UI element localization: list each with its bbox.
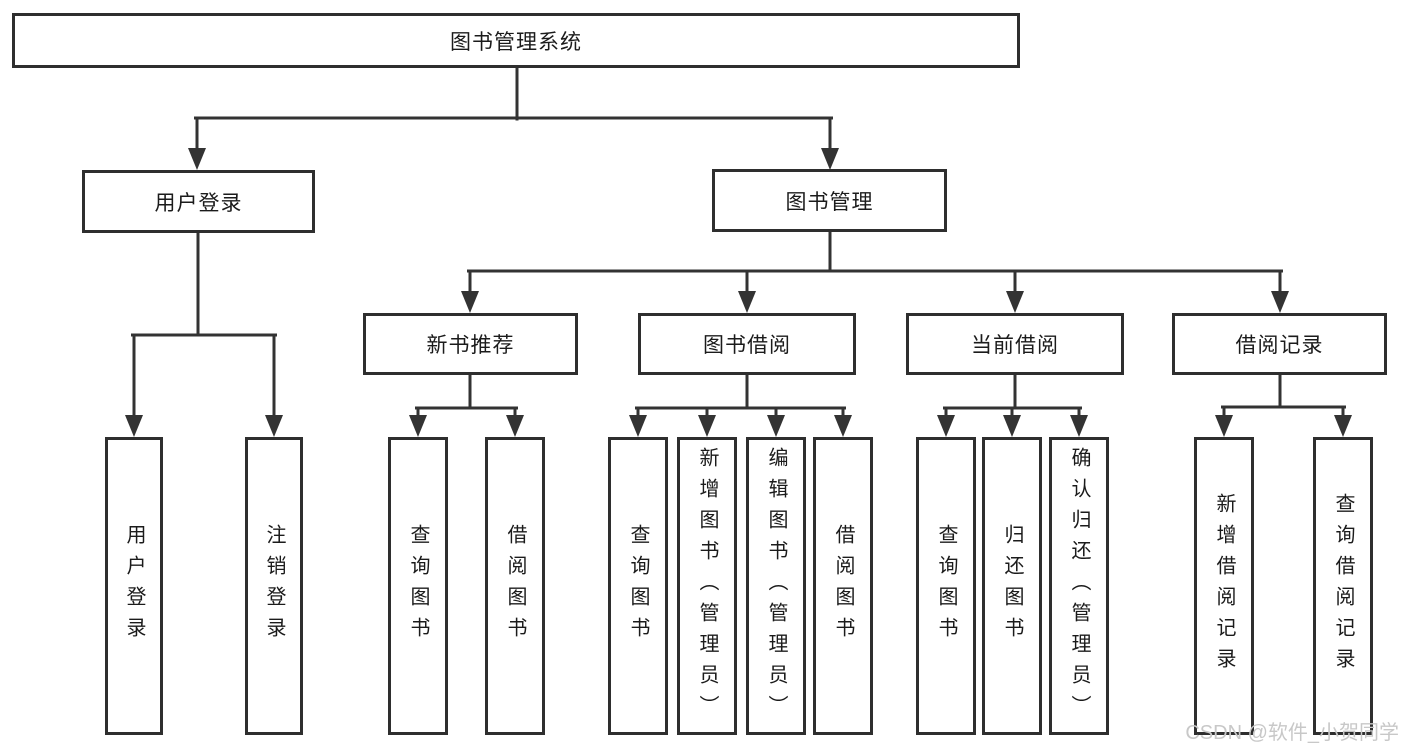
node-user-login-label: 用户登录	[154, 191, 243, 215]
node-book-management-label: 图书管理	[785, 190, 874, 214]
leaf-borrow-edit-books-admin-label: 编辑图书（管理员）	[765, 446, 787, 726]
leaf-newrec-borrow-books: 借阅图书	[485, 437, 545, 735]
leaf-records-add-record-label: 新增借阅记录	[1213, 493, 1235, 679]
leaf-newrec-query-books-label: 查询图书	[407, 524, 429, 648]
leaf-newrec-query-books: 查询图书	[388, 437, 448, 735]
leaf-current-confirm-return-admin: 确认归还（管理员）	[1049, 437, 1109, 735]
node-new-book-recommend: 新书推荐	[363, 313, 578, 375]
node-user-login: 用户登录	[82, 170, 315, 233]
leaf-current-query-books-label: 查询图书	[935, 524, 957, 648]
node-borrowing-records-label: 借阅记录	[1235, 334, 1324, 357]
node-current-borrowing-label: 当前借阅	[971, 334, 1059, 357]
connector-new-book-recommend-children	[409, 373, 524, 437]
node-borrowing-records: 借阅记录	[1172, 313, 1387, 375]
connector-book-management-children	[461, 230, 1289, 313]
node-new-book-recommend-label: 新书推荐	[426, 334, 515, 357]
leaf-borrow-add-books-admin: 新增图书（管理员）	[677, 437, 737, 735]
leaf-borrow-query-books: 查询图书	[608, 437, 668, 735]
leaf-current-return-books: 归还图书	[982, 437, 1042, 735]
csdn-watermark: CSDN @软件_小贺同学	[1185, 722, 1399, 744]
leaf-records-query-record: 查询借阅记录	[1313, 437, 1373, 735]
leaf-current-confirm-return-admin-label: 确认归还（管理员）	[1068, 446, 1090, 726]
leaf-newrec-borrow-books-label: 借阅图书	[504, 524, 526, 648]
node-book-management: 图书管理	[712, 169, 947, 232]
leaf-user-login: 用户登录	[105, 437, 163, 735]
connector-current-borrowing-children	[937, 373, 1088, 437]
leaf-borrow-borrow-books: 借阅图书	[813, 437, 873, 735]
leaf-borrow-add-books-admin-label: 新增图书（管理员）	[696, 446, 718, 726]
connector-book-borrowing-children	[629, 373, 852, 437]
node-system-root: 图书管理系统	[12, 13, 1020, 68]
leaf-borrow-query-books-label: 查询图书	[627, 524, 649, 648]
leaf-records-query-record-label: 查询借阅记录	[1332, 493, 1354, 679]
connector-borrowing-records-children	[1215, 373, 1352, 437]
node-book-borrowing: 图书借阅	[638, 313, 856, 375]
node-current-borrowing: 当前借阅	[906, 313, 1124, 375]
leaf-logout-label: 注销登录	[263, 524, 285, 648]
leaf-user-login-label: 用户登录	[123, 524, 145, 648]
leaf-borrow-borrow-books-label: 借阅图书	[832, 524, 854, 648]
leaf-logout: 注销登录	[245, 437, 303, 735]
connector-root-to-level2	[188, 66, 839, 170]
leaf-borrow-edit-books-admin: 编辑图书（管理员）	[746, 437, 806, 735]
node-system-root-label: 图书管理系统	[450, 30, 582, 54]
leaf-current-query-books: 查询图书	[916, 437, 976, 735]
leaf-current-return-books-label: 归还图书	[1001, 524, 1023, 648]
node-book-borrowing-label: 图书借阅	[703, 334, 791, 357]
connector-user-login-children	[125, 231, 283, 437]
leaf-records-add-record: 新增借阅记录	[1194, 437, 1254, 735]
